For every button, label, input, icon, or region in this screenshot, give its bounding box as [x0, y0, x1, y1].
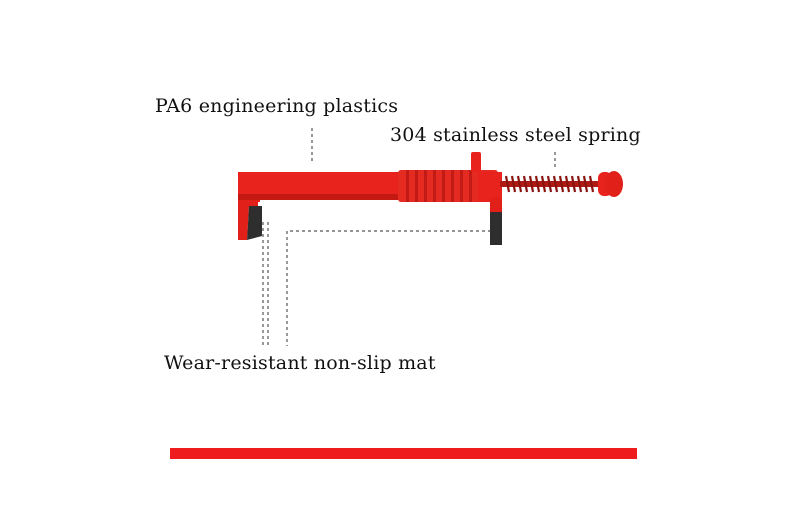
spring-end-cap-tip: [605, 171, 623, 197]
right-leg: [490, 198, 502, 214]
spring-rod: [500, 181, 604, 187]
accent-bar: [170, 448, 637, 459]
spring-coils: [504, 175, 595, 193]
left-hook-leg: [238, 198, 258, 240]
spring-assembly: [500, 171, 623, 197]
label-pa6-engineering-plastics: PA6 engineering plastics: [155, 95, 399, 117]
top-knob: [471, 152, 481, 172]
grip: [398, 170, 498, 202]
main-bar-shade: [238, 194, 408, 200]
clamp-body: [238, 152, 502, 245]
leader-line-mat-right: [286, 230, 491, 346]
right-non-slip-pad: [490, 212, 502, 245]
leader-lines: [262, 128, 556, 346]
label-non-slip-mat: Wear-resistant non-slip mat: [164, 352, 436, 374]
left-non-slip-pad: [247, 206, 262, 240]
right-housing: [478, 172, 502, 202]
label-stainless-steel-spring: 304 stainless steel spring: [390, 124, 641, 146]
grip-ribs: [406, 170, 472, 202]
